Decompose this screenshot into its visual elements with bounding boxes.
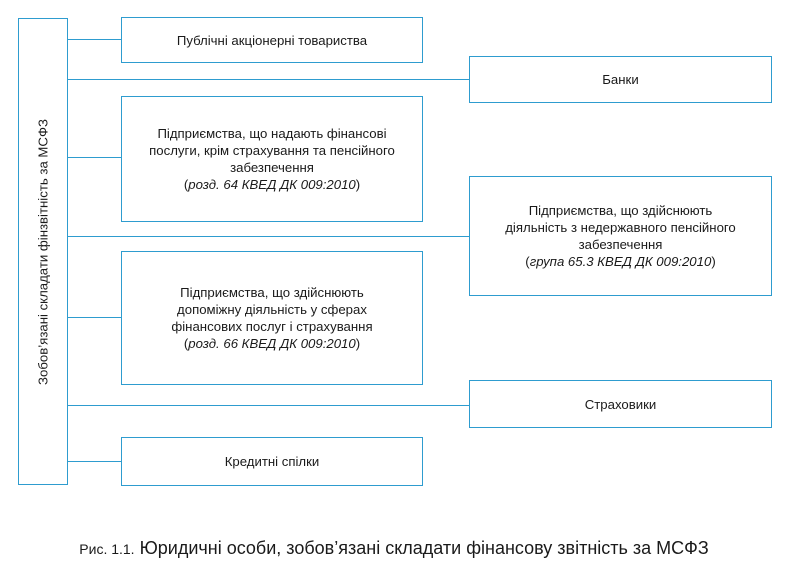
connector-insurers (68, 405, 469, 406)
box-insurers: Страховики (469, 380, 772, 428)
figure-caption-text: Юридичні особи, зобов’язані складати фін… (134, 538, 709, 558)
box-financial-services-line-1: Підприємства, що надають фінансові (157, 126, 387, 141)
figure-caption: Рис. 1.1. Юридичні особи, зобов’язані ск… (0, 538, 788, 559)
connector-banks (68, 79, 469, 80)
root-box: Зобов’язані складати фінзвітність за МСФ… (18, 18, 68, 485)
box-pension-line-1: Підприємства, що здійснюють (528, 203, 713, 218)
box-pension: Підприємства, що здійснюють діяльність з… (469, 176, 772, 296)
box-auxiliary-line-3: фінансових послуг і страхування (171, 319, 373, 334)
box-credit-unions-text: Кредитні спілки (224, 454, 320, 469)
box-banks-text: Банки (602, 72, 639, 87)
box-auxiliary-note: розд. 66 КВЕД ДК 009:2010 (188, 336, 356, 351)
box-auxiliary-note-line: (розд. 66 КВЕД ДК 009:2010) (183, 336, 361, 351)
box-pension-line-2: діяльність з недержавного пенсійного (505, 220, 736, 235)
connector-financial-services (68, 157, 121, 158)
box-insurers-text: Страховики (584, 396, 657, 412)
figure-number: Рис. 1.1. (79, 541, 135, 557)
connector-public-jsc (68, 39, 121, 40)
box-pension-line-3: забезпечення (578, 237, 663, 252)
box-credit-unions: Кредитні спілки (121, 437, 423, 486)
box-financial-services-line-2: послуги, крім страхування та пенсійного (149, 143, 395, 158)
box-public-jsc: Публічні акціонерні товариства (121, 17, 423, 63)
box-financial-services-line-3: забезпечення (230, 160, 314, 175)
box-banks: Банки (469, 56, 772, 103)
box-financial-services: Підприємства, що надають фінансові послу… (121, 96, 423, 222)
box-financial-services-note-line: (розд. 64 КВЕД ДК 009:2010) (183, 177, 361, 192)
connector-auxiliary (68, 317, 121, 318)
box-pension-note-line: (група 65.3 КВЕД ДК 009:2010) (525, 254, 716, 269)
connector-pension (68, 236, 469, 237)
box-auxiliary-line-1: Підприємства, що здійснюють (180, 285, 364, 300)
box-pension-note: група 65.3 КВЕД ДК 009:2010 (529, 254, 712, 269)
box-auxiliary-line-2: допоміжну діяльність у сферах (177, 302, 367, 317)
box-public-jsc-text: Публічні акціонерні товариства (176, 32, 368, 48)
box-financial-services-note: розд. 64 КВЕД ДК 009:2010 (188, 177, 356, 192)
connector-credit-unions (68, 461, 121, 462)
box-auxiliary: Підприємства, що здійснюють допоміжну ді… (121, 251, 423, 385)
root-label: Зобов’язані складати фінзвітність за МСФ… (35, 118, 51, 385)
